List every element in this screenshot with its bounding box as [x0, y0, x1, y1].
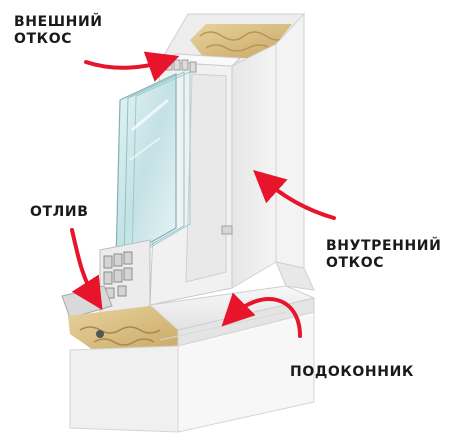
arrow-outer-slope	[84, 51, 180, 82]
annotation-arrows	[70, 51, 336, 338]
frame-latch	[221, 225, 233, 235]
label-inner-slope-line1: ВНУТРЕННИЙ	[326, 238, 442, 254]
label-windowsill: ПОДОКОННИК	[290, 364, 414, 381]
arrow-inner-slope	[253, 169, 336, 220]
lower-wall	[69, 311, 315, 433]
label-outer-slope: ВНЕШНИЙ ОТКОС	[14, 14, 103, 48]
label-ebb: ОТЛИВ	[30, 204, 88, 221]
label-windowsill-line1: ПОДОКОННИК	[290, 364, 414, 380]
label-inner-slope: ВНУТРЕННИЙ ОТКОС	[326, 238, 441, 272]
label-outer-slope-line2: ОТКОС	[14, 31, 73, 47]
arrow-windowsill	[221, 292, 302, 338]
lower-frame-profile	[99, 239, 151, 319]
bottom-insulation	[68, 306, 186, 352]
arrow-ebb	[70, 228, 103, 311]
label-ebb-line1: ОТЛИВ	[30, 204, 89, 220]
label-inner-slope-line2: ОТКОС	[326, 255, 385, 271]
label-outer-slope-line1: ВНЕШНИЙ	[14, 14, 103, 30]
